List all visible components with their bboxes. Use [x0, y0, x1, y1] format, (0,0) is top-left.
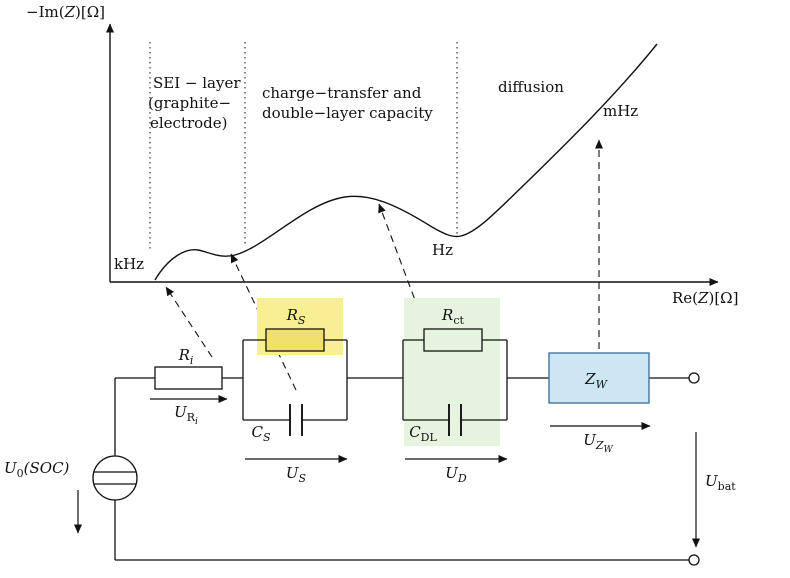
rc-block-2: [402, 328, 508, 436]
terminal-top: [688, 372, 700, 384]
rct-cdl-highlight: [404, 298, 500, 446]
impedance-curve: [154, 43, 658, 281]
warburg-impedance-zw: [548, 352, 650, 404]
source-circle: [92, 455, 138, 501]
cdl-label: CDL: [409, 423, 437, 444]
circuit-wires: [114, 377, 689, 561]
sei-region-label: SEI − layer (graphite− electrode): [148, 74, 241, 132]
uzw-label: UZW: [583, 431, 613, 455]
dashed-arrow-ri-to-khz: [165, 286, 213, 358]
sei-label-line2: (graphite−: [148, 94, 231, 112]
x-axis-label: Re(Z)[Ω]: [672, 289, 738, 307]
equivalent-circuit: U0(SOC) Ri URi RS CS US: [4, 298, 736, 566]
y-axis-label: −Im(Z)[Ω]: [26, 3, 105, 21]
u0-label: U0(SOC): [4, 459, 70, 480]
diffusion-region-label: diffusion: [498, 78, 564, 96]
sei-label-line3: electrode): [150, 114, 228, 132]
charge-transfer-region-label: charge−transfer and double−layer capacit…: [262, 84, 433, 122]
rs-label: RS: [286, 306, 306, 327]
voltage-source-symbol: [92, 455, 138, 501]
ct-label-line2: double−layer capacity: [262, 104, 433, 122]
resistor-ri: [154, 366, 223, 390]
cs-label: CS: [251, 423, 270, 444]
rct-label: Rct: [441, 306, 464, 327]
rc-block-1: [242, 328, 348, 436]
nyquist-plot: −Im(Z)[Ω] Re(Z)[Ω] SEI − layer (graphite…: [26, 3, 738, 307]
mapping-arrows: [165, 139, 603, 391]
khz-label: kHz: [114, 255, 144, 273]
ubat-label: Ubat: [705, 472, 736, 493]
dashed-arrow-rct-to-hump: [378, 203, 449, 389]
ct-label-line1: charge−transfer and: [262, 84, 422, 102]
ud-label: UD: [445, 464, 467, 485]
uri-label: URi: [174, 403, 198, 427]
zw-label: ZW: [584, 370, 608, 391]
mhz-label: mHz: [603, 102, 638, 120]
sei-label-line1: SEI − layer: [153, 74, 241, 92]
resistor-rct: [423, 328, 483, 352]
resistor-rs: [265, 328, 325, 352]
us-label: US: [286, 464, 307, 485]
terminal-bottom: [688, 554, 700, 566]
ri-label: Ri: [178, 346, 194, 367]
hz-label: Hz: [432, 241, 453, 259]
